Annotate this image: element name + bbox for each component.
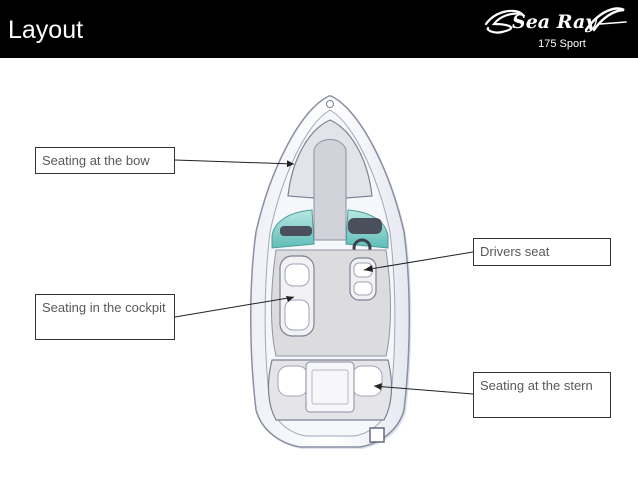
leader-stern [373,385,474,395]
leader-cockpit [174,296,295,318]
engine-hatch [305,361,355,413]
slide-title: Layout [8,16,84,44]
sea-ray-logo: Sea Ray [484,7,627,34]
header-bar: Layout Sea Ray 175 Sport [0,0,638,58]
bow-walkway [313,139,347,241]
bow-cleat-icon [326,100,334,108]
callout-drivers-seat: Drivers seat [473,238,611,266]
swim-ladder [369,427,385,443]
leader-driver [363,251,474,271]
callout-bow-seating: Seating at the bow [35,147,175,174]
dash-left [280,226,312,236]
dash-right [348,218,382,234]
callout-cockpit-seating: Seating in the cockpit [35,294,175,340]
model-name: 175 Sport [538,38,586,50]
logo-text: Sea Ray [512,11,598,33]
callout-stern-seating: Seating at the stern [473,372,611,418]
leader-bow [174,159,295,165]
